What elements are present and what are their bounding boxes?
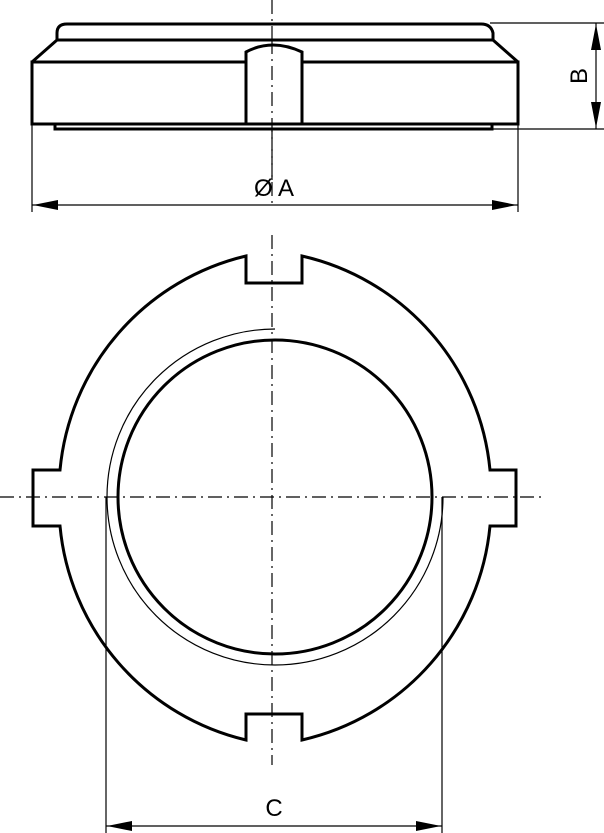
b-label: B [566, 68, 593, 84]
thread-arc [106, 328, 444, 666]
c-label: C [265, 795, 282, 822]
b-arrowheads [591, 24, 601, 128]
side-slot [244, 43, 304, 126]
side-view: B Ø A [30, 0, 604, 212]
a-label: Ø A [254, 175, 294, 202]
bottom-plate [53, 124, 494, 131]
inner-bore [116, 338, 434, 656]
top-view: C [0, 235, 545, 833]
top-cap [55, 22, 495, 42]
chamfer [31, 38, 519, 64]
outer-slotted-profile [31, 254, 518, 742]
